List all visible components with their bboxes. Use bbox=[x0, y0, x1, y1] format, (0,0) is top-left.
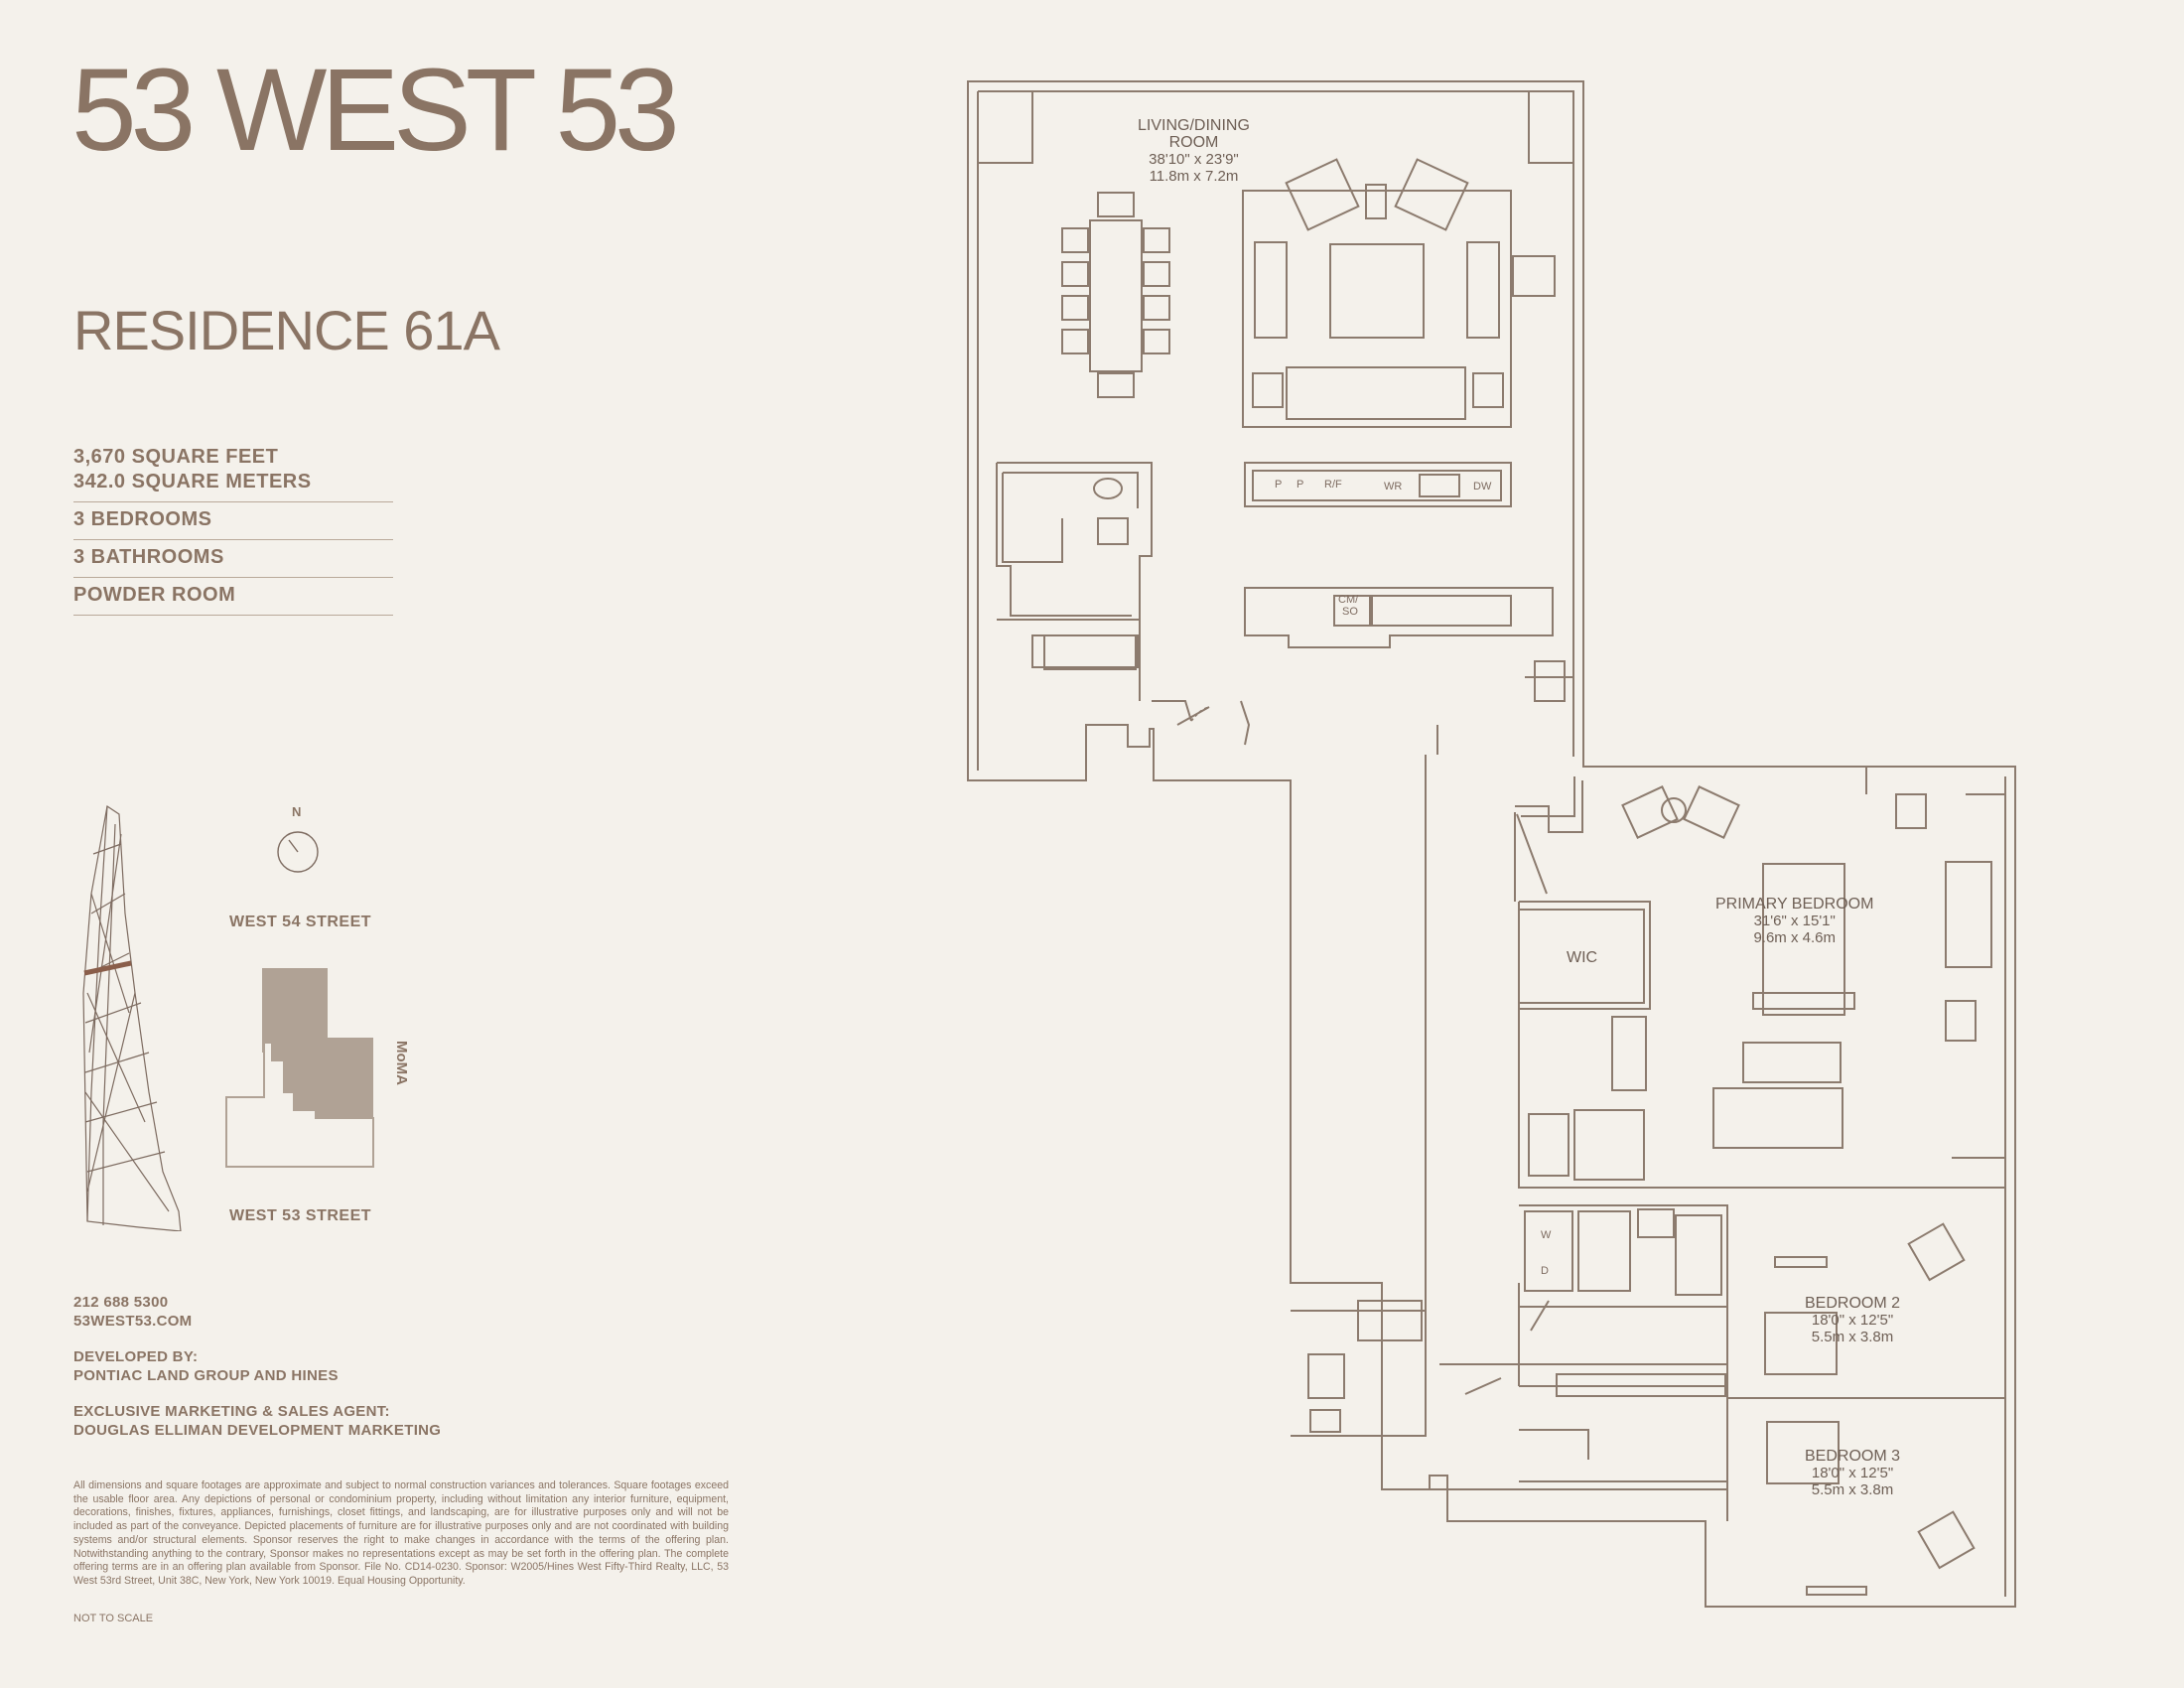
room-living-dining: LIVING/DINING ROOM 38'10" x 23'9" 11.8m … bbox=[1138, 117, 1250, 185]
room-bedroom2-dim-metric: 5.5m x 3.8m bbox=[1811, 1329, 1894, 1345]
spec-powder-room: POWDER ROOM bbox=[73, 578, 393, 616]
appliance-pantry-2: P bbox=[1297, 479, 1304, 491]
spec-area: 3,670 SQUARE FEET 342.0 SQUARE METERS bbox=[73, 445, 393, 502]
legal-disclaimer: All dimensions and square footages are a… bbox=[73, 1479, 729, 1587]
room-bedroom3-dim-imperial: 18'0" x 12'5" bbox=[1811, 1465, 1894, 1481]
room-bedroom3-dim-metric: 5.5m x 3.8m bbox=[1811, 1481, 1894, 1498]
spec-bedrooms: 3 BEDROOMS bbox=[73, 502, 393, 540]
room-living-name1: LIVING/DINING bbox=[1138, 117, 1250, 134]
room-wic: WIC bbox=[1567, 949, 1597, 966]
specs-list: 3,670 SQUARE FEET 342.0 SQUARE METERS 3 … bbox=[73, 445, 393, 616]
room-primary-bedroom: PRIMARY BEDROOM 31'6" x 15'1" 9.6m x 4.6… bbox=[1715, 896, 1873, 946]
contact-block: 212 688 5300 53WEST53.COM DEVELOPED BY: … bbox=[73, 1293, 441, 1440]
residence-title: RESIDENCE 61A bbox=[73, 299, 500, 361]
developer-label: DEVELOPED BY: bbox=[73, 1348, 199, 1365]
agent-label: EXCLUSIVE MARKETING & SALES AGENT: bbox=[73, 1403, 390, 1420]
room-primary-dim-metric: 9.6m x 4.6m bbox=[1753, 929, 1836, 946]
room-bedroom3-name: BEDROOM 3 bbox=[1805, 1448, 1901, 1465]
tower-silhouette-icon bbox=[82, 804, 182, 1231]
room-living-dim-metric: 11.8m x 7.2m bbox=[1149, 168, 1239, 185]
room-bedroom-3: BEDROOM 3 18'0" x 12'5" 5.5m x 3.8m bbox=[1805, 1448, 1900, 1498]
wall-outline bbox=[967, 80, 2016, 1608]
appliance-pantry-1: P bbox=[1275, 479, 1283, 491]
appliance-refrigerator: R/F bbox=[1324, 479, 1342, 491]
spec-area-sqft: 3,670 SQUARE FEET bbox=[73, 446, 279, 468]
compass-north-label: N bbox=[292, 804, 302, 819]
compass-icon bbox=[277, 831, 319, 873]
street-south-label: WEST 53 STREET bbox=[229, 1207, 372, 1224]
spec-area-sqm: 342.0 SQUARE METERS bbox=[73, 471, 312, 492]
appliance-wine-refrigerator: WR bbox=[1384, 481, 1403, 492]
street-north-label: WEST 54 STREET bbox=[229, 914, 372, 930]
room-bedroom2-name: BEDROOM 2 bbox=[1805, 1295, 1901, 1312]
phone-number: 212 688 5300 bbox=[73, 1294, 169, 1311]
room-primary-name: PRIMARY BEDROOM bbox=[1715, 896, 1874, 913]
appliance-washer: W bbox=[1541, 1229, 1552, 1241]
appliance-dryer: D bbox=[1541, 1265, 1549, 1277]
appliance-dishwasher: DW bbox=[1473, 481, 1492, 492]
agent-name: DOUGLAS ELLIMAN DEVELOPMENT MARKETING bbox=[73, 1422, 442, 1439]
room-wic-name: WIC bbox=[1567, 949, 1598, 966]
room-bedroom-2: BEDROOM 2 18'0" x 12'5" 5.5m x 3.8m bbox=[1805, 1295, 1900, 1345]
developer-name: PONTIAC LAND GROUP AND HINES bbox=[73, 1367, 339, 1384]
room-living-name2: ROOM bbox=[1168, 134, 1219, 151]
site-map-icon bbox=[225, 968, 374, 1168]
room-bedroom2-dim-imperial: 18'0" x 12'5" bbox=[1811, 1312, 1894, 1329]
spec-bathrooms: 3 BATHROOMS bbox=[73, 540, 393, 578]
appliance-steam-oven: SO bbox=[1342, 606, 1358, 618]
brand-logo: 53 WEST 53 bbox=[71, 45, 680, 176]
room-primary-dim-imperial: 31'6" x 15'1" bbox=[1753, 913, 1836, 929]
moma-label: MoMA bbox=[393, 1041, 410, 1085]
appliance-coffee-maker: CM/ bbox=[1338, 594, 1359, 606]
room-living-dim-imperial: 38'10" x 23'9" bbox=[1149, 151, 1239, 168]
location-graphics: MoMA bbox=[82, 804, 410, 1231]
website-link[interactable]: 53WEST53.COM bbox=[73, 1313, 193, 1330]
scale-note: NOT TO SCALE bbox=[73, 1613, 154, 1624]
